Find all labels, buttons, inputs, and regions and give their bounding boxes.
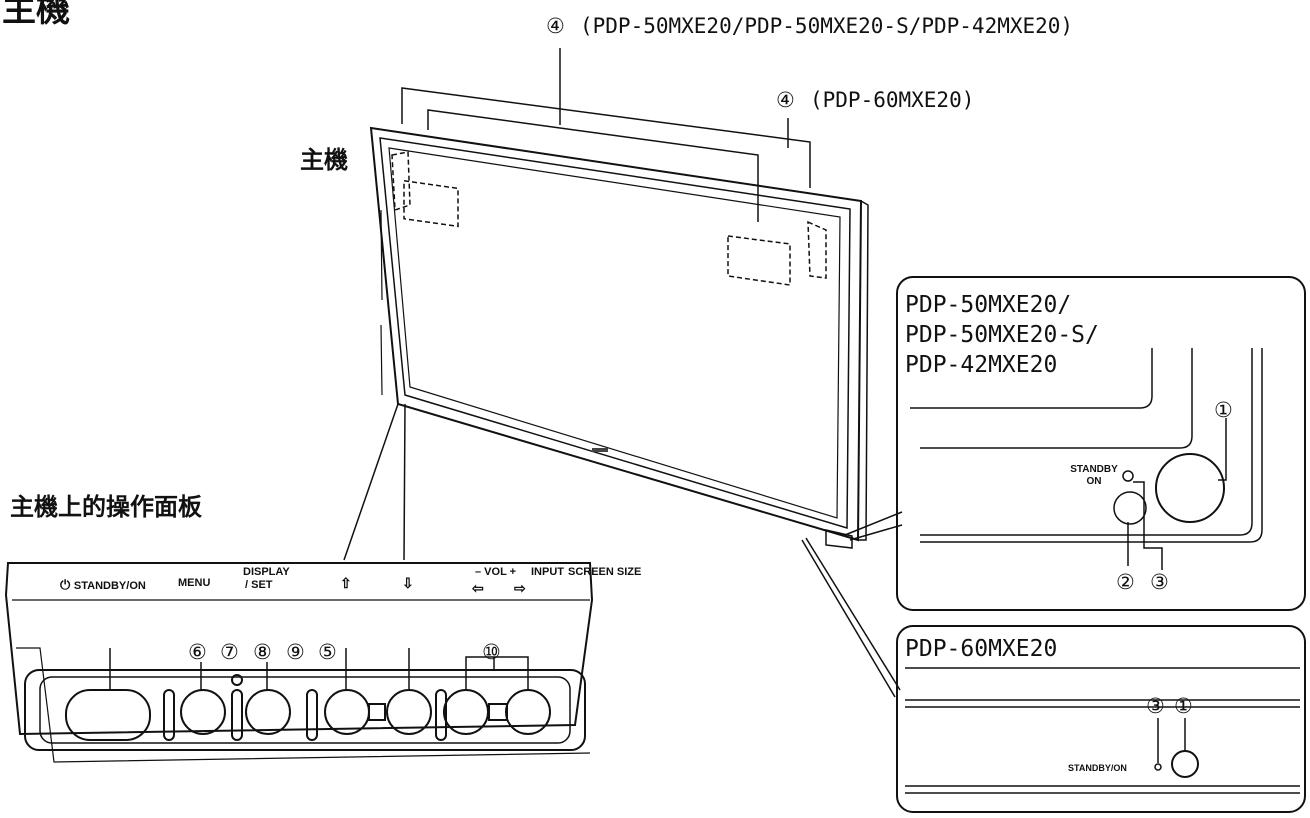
inset-top-standby-indicator: [1122, 470, 1134, 482]
label-set: / SET: [245, 579, 273, 591]
right-arrow-icon: ⇨: [514, 580, 526, 596]
tv-inner-frame: [379, 137, 851, 530]
label-screen-size: SCREEN SIZE: [568, 566, 642, 578]
callout-4b-models: (PDP-60MXE20): [810, 88, 975, 112]
inset-bottom-model: PDP-60MXE20: [905, 636, 1058, 662]
page-title: 主機: [2, 0, 70, 30]
inset-bottom-standby-indicator: [1154, 763, 1162, 771]
callout-4-number: ④: [546, 14, 565, 38]
label-menu: MENU: [178, 577, 211, 589]
inset-top-model-1: PDP-50MXE20/: [905, 292, 1072, 318]
inset-top-sensor: [1113, 491, 1147, 525]
tv-foot: [825, 529, 853, 549]
callout-7: ⑦: [220, 640, 239, 664]
label-vol: – VOL +: [475, 566, 517, 578]
bracket-outer: [401, 87, 811, 188]
inset-top-power-button: [1155, 453, 1225, 523]
control-panel-button-strip: [24, 669, 586, 751]
inset-top-callout-1: ①: [1214, 398, 1233, 422]
callout-4-models: (PDP-50MXE20/PDP-50MXE20-S/PDP-42MXE20): [580, 14, 1074, 38]
callout-9: ⑨: [286, 640, 305, 664]
label-display: DISPLAY: [243, 566, 290, 578]
up-button: [324, 689, 370, 735]
control-panel-body: [4, 562, 594, 736]
tv-screen: [388, 147, 841, 519]
inset-bottom-standby-label: STANDBY/ON: [1068, 763, 1127, 773]
control-panel-label: 主機上的操作面板: [10, 493, 202, 521]
vol-plus-button: [505, 689, 551, 735]
main-unit-label: 主機: [300, 146, 348, 174]
inset-top-callout-3: ③: [1150, 570, 1169, 594]
menu-button: [180, 689, 226, 735]
label-input: INPUT: [531, 566, 564, 578]
callout-4b-number: ④: [776, 88, 795, 112]
inset-bottom-callout-1: ①: [1174, 694, 1193, 718]
inset-top-box: [896, 276, 1306, 611]
bracket-inner: [427, 109, 759, 222]
label-standby-on: ⏻ STANDBY/ON: [60, 577, 146, 592]
up-arrow-icon: ⇧: [340, 575, 352, 591]
inset-bottom-box: [896, 625, 1306, 813]
tv-side: [858, 200, 869, 541]
callout-10: ⑩: [482, 640, 501, 664]
callout-6: ⑥: [188, 640, 207, 664]
display-set-button: [245, 689, 291, 735]
down-arrow-icon: ⇩: [402, 575, 414, 591]
tv-outer-frame: [369, 126, 863, 542]
inset-bottom-power-button: [1171, 750, 1199, 778]
inset-top-model-3: PDP-42MXE20: [905, 352, 1058, 378]
left-arrow-icon: ⇦: [472, 580, 484, 596]
standby-on-button: [65, 689, 151, 741]
callout-5: ⑤: [318, 640, 337, 664]
inset-top-callout-2: ②: [1116, 570, 1135, 594]
callout-8: ⑧: [253, 640, 272, 664]
inset-bottom-callout-3: ③: [1146, 694, 1165, 718]
inset-top-model-2: PDP-50MXE20-S/: [905, 322, 1099, 348]
power-icon: ⏻: [60, 577, 74, 592]
